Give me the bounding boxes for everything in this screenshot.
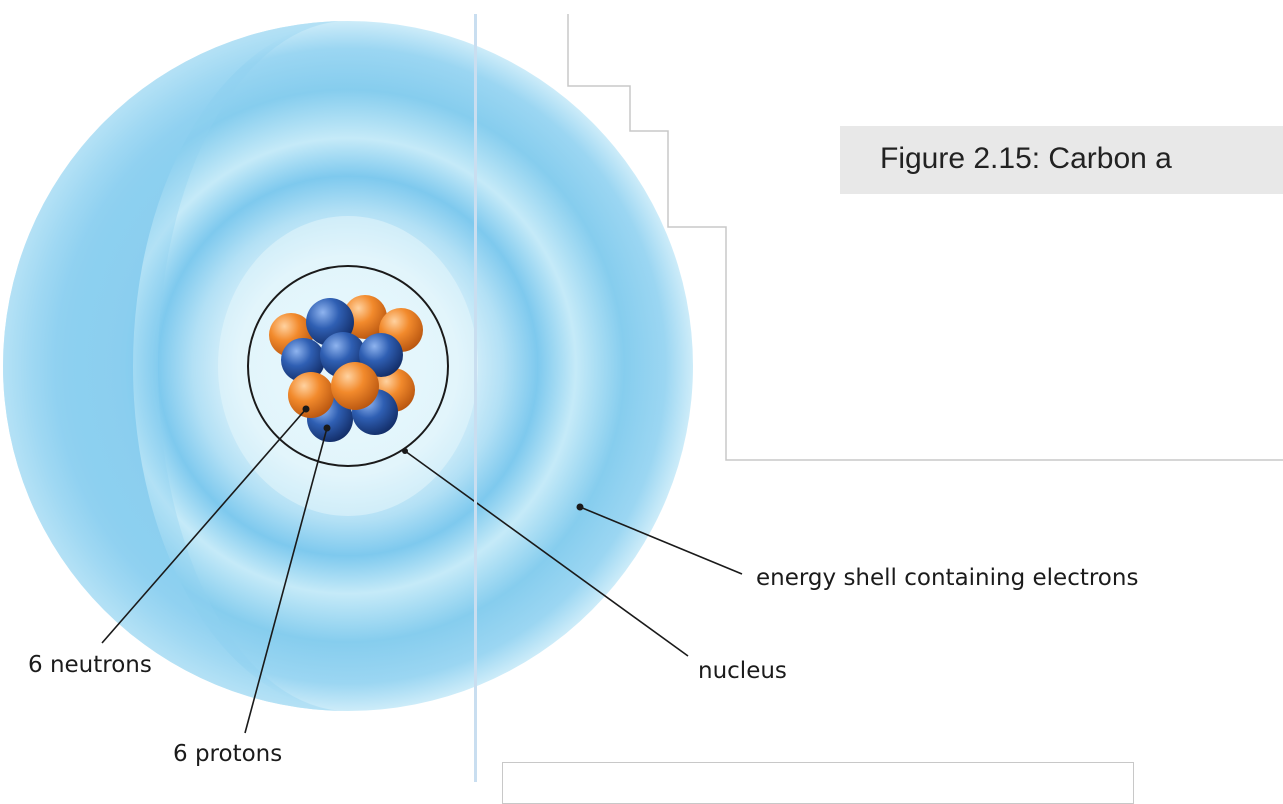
leader-dots [302,405,584,511]
neutron [331,362,379,410]
neutron [288,372,334,418]
step-outline [567,14,1283,461]
label-protons: 6 protons [173,741,283,767]
divider-line [474,14,477,782]
shell-leader [579,506,743,575]
carbon-atom-diagram [3,14,1283,734]
proton [359,333,403,377]
nucleus-leader [404,450,689,657]
figure-caption-box: Figure 2.15: Carbon a [840,126,1283,194]
label-neutrons: 6 neutrons [28,652,152,678]
nucleus-boundary [247,265,449,467]
proton [281,338,325,382]
neutrons-leader [101,408,307,644]
nucleus-particles [269,295,423,442]
label-nucleus: nucleus [698,658,787,684]
label-energy-shell: energy shell containing electrons [756,565,1139,591]
neutron [343,295,387,339]
protons-leader [244,427,328,734]
figure-caption: Figure 2.15: Carbon a [880,142,1172,175]
leader-lines [101,408,743,734]
text-box[interactable] [502,762,1134,804]
